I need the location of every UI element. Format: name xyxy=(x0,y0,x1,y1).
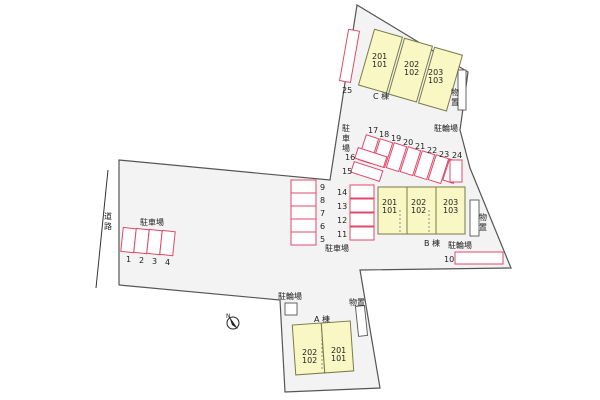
parking-23-label: 23 xyxy=(439,150,449,159)
parking-6-label: 6 xyxy=(320,222,325,231)
unit-c-2-bottom: 102 xyxy=(404,68,419,77)
bike-parking-top-label: 駐輪場 xyxy=(434,123,458,133)
parking-space-14 xyxy=(349,184,375,199)
parking-row-1-4: 1 2 3 4 駐車場 xyxy=(120,217,176,267)
road-label-1: 道 xyxy=(104,211,112,221)
unit-a-2-top: 201 xyxy=(331,346,346,355)
unit-b-3-bottom: 103 xyxy=(443,206,458,215)
parking-column-14-11: 14 13 12 11 xyxy=(337,184,375,241)
parking-space-19 xyxy=(385,142,408,173)
parking-left-label: 駐車場 xyxy=(140,217,164,227)
unit-a-1-bottom: 102 xyxy=(302,356,317,365)
parking-11-label: 11 xyxy=(337,230,347,239)
parking-space-16 xyxy=(354,146,388,168)
storage-b-label-1: 物 xyxy=(479,212,487,222)
unit-b-2 xyxy=(406,186,437,235)
parking-8-label: 8 xyxy=(320,196,325,205)
parking-18-label: 18 xyxy=(379,130,389,139)
parking-space-10 xyxy=(454,251,504,265)
unit-a-1-top: 202 xyxy=(302,348,317,357)
storage-b-label-2: 置 xyxy=(479,223,487,232)
unit-a-2-bottom: 101 xyxy=(331,354,346,363)
parking-5-label: 5 xyxy=(320,235,325,244)
bike-parking-a-label: 駐輪場 xyxy=(278,291,302,301)
parking-24-label: 24 xyxy=(452,151,462,160)
unit-b-3 xyxy=(435,186,466,235)
svg-text:N: N xyxy=(226,313,231,320)
parking-space-9 xyxy=(290,179,317,194)
building-b: 201 101 202 102 203 103 B 棟 xyxy=(377,186,466,248)
parking-top-label-2: 車 xyxy=(342,133,350,143)
storage-a xyxy=(354,305,369,337)
parking-space-20 xyxy=(399,146,422,177)
unit-c-1-bottom: 101 xyxy=(372,60,387,69)
storage-a-label: 物置 xyxy=(349,297,365,307)
unit-b-1-bottom: 101 xyxy=(382,206,397,215)
parking-space-15 xyxy=(350,160,384,182)
parking-space-7 xyxy=(290,205,317,220)
unit-b-3-top: 203 xyxy=(443,198,458,207)
parking-space-5 xyxy=(290,231,317,246)
parking-1-label: 1 xyxy=(126,255,131,264)
unit-c-3-bottom: 103 xyxy=(428,76,443,85)
unit-c-2-top: 202 xyxy=(404,60,419,69)
storage-c-label-1: 物 xyxy=(451,87,459,97)
storage-c xyxy=(457,69,467,111)
parking-space-21 xyxy=(413,150,436,181)
parking-space-6 xyxy=(290,218,317,233)
parking-top-label-1: 駐 xyxy=(342,123,350,133)
storage-b xyxy=(469,199,480,237)
unit-b-1-top: 201 xyxy=(382,198,397,207)
parking-9-label: 9 xyxy=(320,183,325,192)
parking-7-label: 7 xyxy=(320,209,325,218)
bike-parking-b-label: 駐輪場 xyxy=(448,240,472,250)
parking-space-22 xyxy=(427,154,450,185)
parking-20-label: 20 xyxy=(403,138,413,147)
building-c-label: C 棟 xyxy=(373,91,389,101)
parking-top-label-3: 場 xyxy=(342,143,350,153)
unit-c-3-top: 203 xyxy=(428,68,443,77)
parking-22-label: 22 xyxy=(427,146,437,155)
building-a-label: A 棟 xyxy=(314,314,330,324)
road-label-2: 路 xyxy=(104,221,112,231)
unit-b-2-top: 202 xyxy=(411,198,426,207)
building-c: 201 101 202 102 203 103 C 棟 xyxy=(357,28,464,112)
parking-space-12 xyxy=(349,212,375,227)
unit-b-2-bottom: 102 xyxy=(411,206,426,215)
parking-space-24 xyxy=(449,159,463,183)
parking-space-4 xyxy=(159,229,176,257)
parking-25-label: 25 xyxy=(342,86,352,95)
parking-space-11 xyxy=(349,226,375,241)
parking-14-label: 14 xyxy=(337,188,347,197)
parking-2-label: 2 xyxy=(139,256,144,265)
road-edge xyxy=(95,169,109,289)
parking-4-label: 4 xyxy=(165,258,170,267)
unit-c-1-top: 201 xyxy=(372,52,387,61)
unit-c-3 xyxy=(417,46,464,112)
parking-15-label: 15 xyxy=(342,167,352,176)
parking-19-label: 19 xyxy=(391,134,401,143)
parking-21-label: 21 xyxy=(415,142,425,151)
parking-space-8 xyxy=(290,192,317,207)
unit-a-2 xyxy=(320,320,355,374)
parking-column-9-5: 9 8 7 6 5 駐車場 xyxy=(290,179,349,253)
parking-3-label: 3 xyxy=(152,257,157,266)
bike-parking-a xyxy=(284,302,298,316)
unit-c-2 xyxy=(387,37,434,103)
parking-space-13 xyxy=(349,198,375,213)
parking-17-label: 17 xyxy=(368,126,378,135)
parking-10-label: 10 xyxy=(444,255,454,264)
parking-mid-label: 駐車場 xyxy=(325,243,349,253)
unit-c-1 xyxy=(357,28,404,94)
parking-space-25 xyxy=(338,28,361,84)
building-a: 202 102 201 101 A 棟 xyxy=(291,314,355,376)
storage-c-label-2: 置 xyxy=(451,98,459,107)
parking-12-label: 12 xyxy=(337,216,347,225)
building-b-label: B 棟 xyxy=(424,238,440,248)
parking-13-label: 13 xyxy=(337,202,347,211)
parking-16-label: 16 xyxy=(345,153,355,162)
north-arrow-icon: N xyxy=(226,313,240,330)
